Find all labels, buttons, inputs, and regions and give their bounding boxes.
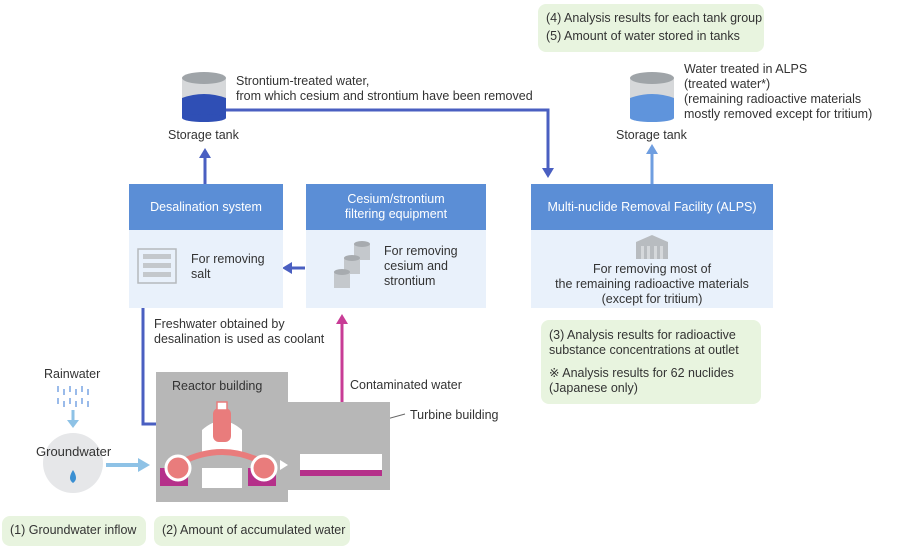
desalination-header: Desalination system	[129, 184, 283, 230]
groundwater-arrow-head	[138, 458, 150, 472]
outlet-analysis-box: (3) Analysis results for radioactive sub…	[541, 320, 761, 404]
right-tank-label: Storage tank	[616, 128, 687, 142]
strontium-water-flow-line	[226, 108, 550, 170]
alps-text: For removing most of the remaining radio…	[555, 262, 749, 306]
freshwater-coolant-note: Freshwater obtained by desalination is u…	[154, 317, 325, 346]
cesium-panel: For removing cesium and strontium	[306, 230, 486, 308]
cesium-text: For removing cesium and strontium	[384, 244, 458, 288]
rainwater-label: Rainwater	[44, 367, 101, 381]
turbine-building-label: Turbine building	[410, 408, 499, 422]
left-tank-description: Strontium-treated water, from which cesi…	[236, 74, 533, 103]
reactor-diagram	[160, 401, 288, 488]
reactor-building-label: Reactor building	[172, 379, 263, 393]
accumulated-water-box: (2) Amount of accumulated water	[154, 516, 350, 546]
outlet-concentration-text: (3) Analysis results for radioactive sub…	[549, 328, 739, 357]
arrow-head-to-alps	[542, 168, 554, 178]
groundwater-inflow-text: (1) Groundwater inflow	[10, 523, 137, 537]
right-tank-description: Water treated in ALPS (treated water*) (…	[684, 62, 873, 121]
accumulated-water-text: (2) Amount of accumulated water	[162, 523, 346, 537]
alps-panel: For removing most of the remaining radio…	[531, 230, 773, 308]
desalination-text: For removing salt	[191, 252, 265, 281]
arrow-head-to-left-tank	[199, 148, 211, 158]
arrow-head-contaminated	[336, 314, 348, 324]
arrow-head-to-right-tank	[646, 144, 658, 154]
rain-arrow-head	[67, 420, 79, 428]
groundwater-label: Groundwater	[36, 444, 112, 459]
rain-drops	[57, 386, 89, 407]
groundwater-inflow-box: (1) Groundwater inflow	[2, 516, 146, 546]
stored-water-amount-text: (5) Amount of water stored in tanks	[546, 29, 740, 43]
desalination-panel: For removing salt	[129, 230, 283, 308]
turbine-building	[288, 402, 390, 490]
nuclides-results-text: ※ Analysis results for 62 nuclides (Japa…	[549, 366, 734, 395]
alps-facility-icon	[636, 235, 668, 259]
tank-analysis-box: (4) Analysis results for each tank group…	[538, 4, 764, 52]
tank-group-analysis-text: (4) Analysis results for each tank group	[546, 11, 763, 25]
groundwater-circle	[43, 433, 103, 493]
filter-cylinders-icon	[334, 241, 370, 288]
cesium-header: Cesium/strontium filtering equipment	[306, 184, 486, 230]
contaminated-water-label: Contaminated water	[350, 378, 462, 392]
alps-header: Multi-nuclide Removal Facility (ALPS)	[531, 184, 773, 230]
desalination-membrane-icon	[137, 248, 177, 284]
right-storage-tank-icon	[630, 72, 674, 122]
arrow-head-to-desal	[282, 262, 292, 274]
left-tank-label: Storage tank	[168, 128, 239, 142]
left-storage-tank-icon	[182, 72, 226, 122]
